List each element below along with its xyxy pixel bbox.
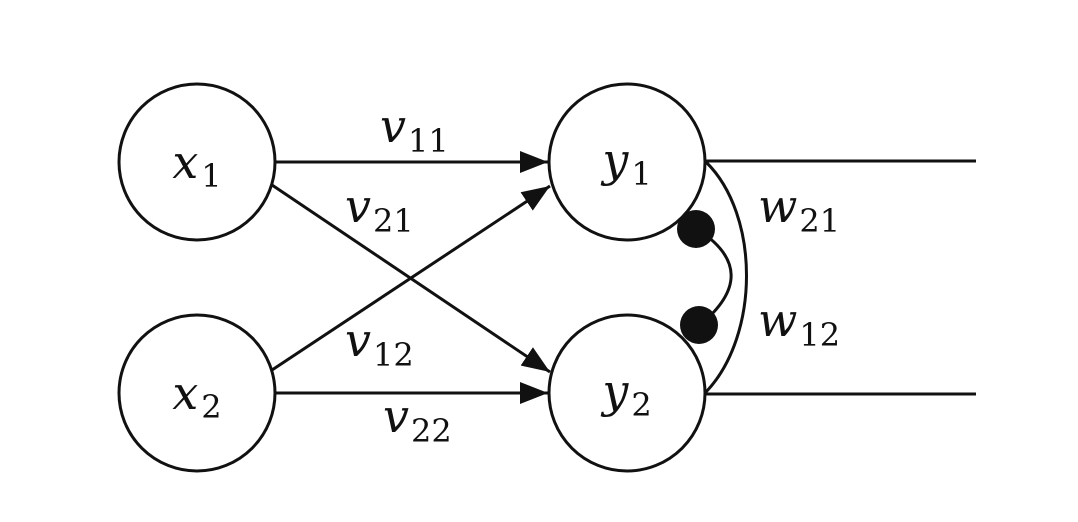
node-x2-sub: 2 bbox=[201, 388, 221, 426]
inhibitory-dot-w12 bbox=[680, 306, 718, 344]
node-y1-var: y bbox=[600, 133, 629, 187]
inhibitory-dot-w21 bbox=[677, 210, 715, 248]
svg-text:y2: y2 bbox=[600, 364, 651, 424]
node-x1-sub: 1 bbox=[201, 157, 221, 195]
node-y2: y2 bbox=[547, 313, 707, 473]
lateral-edge-y1-to-y2 bbox=[704, 160, 748, 394]
node-y2-sub: 2 bbox=[631, 386, 651, 424]
edge-x2-y1 bbox=[271, 184, 551, 372]
node-y1-sub: 1 bbox=[631, 155, 651, 193]
label-v11: v11 bbox=[380, 99, 449, 160]
svg-text:x1: x1 bbox=[172, 135, 221, 195]
label-w21: w21 bbox=[758, 179, 840, 240]
label-v21: v21 bbox=[345, 179, 414, 240]
node-y1: y1 bbox=[547, 82, 707, 242]
node-x1: x1 bbox=[117, 82, 277, 242]
node-x2-var: x bbox=[172, 366, 198, 420]
label-v22: v22 bbox=[383, 389, 452, 450]
label-v12: v12 bbox=[345, 313, 414, 374]
label-w12: w12 bbox=[758, 293, 840, 354]
svg-text:y1: y1 bbox=[600, 133, 651, 193]
node-y2-var: y bbox=[600, 364, 629, 418]
svg-text:x2: x2 bbox=[172, 366, 221, 426]
node-x1-var: x bbox=[172, 135, 198, 189]
node-x2: x2 bbox=[117, 313, 277, 473]
